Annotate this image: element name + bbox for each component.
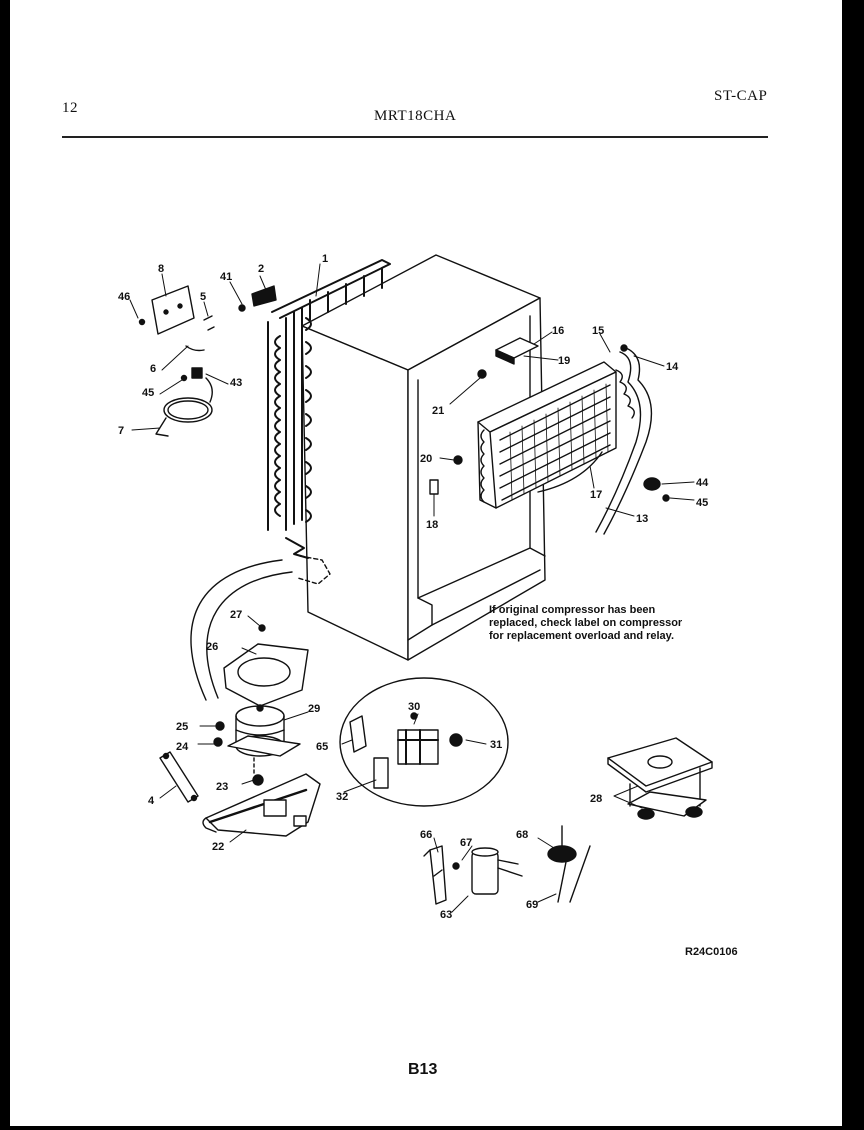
compressor: [213, 704, 301, 786]
callout-1: 1: [322, 253, 328, 265]
callout-31: 31: [490, 739, 502, 751]
thermostat-part: [643, 477, 670, 502]
callout-15: 15: [592, 325, 604, 337]
compressor-note-line-3: for replacement overload and relay.: [489, 630, 675, 642]
callout-17: 17: [590, 489, 602, 501]
callout-14: 14: [666, 361, 679, 373]
model-number: MRT18CHA: [374, 108, 457, 124]
callout-4: 4: [148, 795, 155, 807]
callout-27: 27: [230, 609, 242, 621]
callout-44: 44: [696, 477, 709, 489]
callout-66: 66: [420, 829, 432, 841]
callout-18: 18: [426, 519, 438, 531]
callout-46: 46: [118, 291, 130, 303]
cabinet-body: [301, 254, 546, 661]
compressor-mount: [223, 624, 309, 707]
callout-2: 2: [258, 263, 264, 275]
callout-45-right: 45: [696, 497, 708, 509]
compressor-note: If original compressor has been replaced…: [489, 604, 749, 643]
leader-lines: [129, 263, 695, 913]
callout-32: 32: [336, 791, 348, 803]
callout-6: 6: [150, 363, 156, 375]
callout-5: 5: [200, 291, 206, 303]
callout-28: 28: [590, 793, 602, 805]
bracket: [159, 751, 199, 803]
callout-19: 19: [558, 355, 570, 367]
parts-sheet: 12 MRT18CHA ST-CAP: [10, 0, 842, 1126]
figure-code: R24C0106: [685, 946, 738, 958]
callout-8: 8: [158, 263, 164, 275]
callout-68: 68: [516, 829, 528, 841]
capacitor-parts: [423, 825, 591, 905]
callout-43: 43: [230, 377, 242, 389]
callout-21: 21: [432, 405, 444, 417]
callout-22: 22: [212, 841, 224, 853]
callout-67: 67: [460, 837, 472, 849]
callout-63: 63: [440, 909, 452, 921]
page-number: 12: [62, 100, 78, 116]
section-code: ST-CAP: [714, 88, 768, 104]
drain-tube: [190, 555, 331, 701]
callout-labels: 1 2 8 41 46 5 6 45 43 7 16 15 19 14 21 2…: [118, 253, 709, 921]
evaporator-coil: [477, 361, 635, 509]
callout-25: 25: [176, 721, 188, 733]
compressor-note-line-2: replaced, check label on compressor: [489, 617, 683, 629]
callout-45-left: 45: [142, 387, 154, 399]
callout-26: 26: [206, 641, 218, 653]
base-pan: [202, 773, 321, 837]
page-code: B13: [408, 1061, 438, 1078]
callout-69: 69: [526, 899, 538, 911]
callout-23: 23: [216, 781, 228, 793]
condenser-coil: [267, 259, 391, 559]
relay-detail: [339, 677, 509, 807]
callout-13: 13: [636, 513, 648, 525]
compressor-note-line-1: If original compressor has been: [489, 604, 656, 616]
upper-left-parts: [138, 285, 277, 437]
exploded-parts-diagram: 1 2 8 41 46 5 6 45 43 7 16 15 19 14 21 2…: [118, 253, 713, 921]
callout-41: 41: [220, 271, 232, 283]
callout-20: 20: [420, 453, 432, 465]
callout-65: 65: [316, 741, 328, 753]
header-rule: [62, 136, 768, 138]
defrost-parts: [429, 337, 539, 495]
suction-line: [537, 344, 653, 535]
callout-7: 7: [118, 425, 124, 437]
callout-24: 24: [176, 741, 189, 753]
callout-16: 16: [552, 325, 564, 337]
callout-29: 29: [308, 703, 320, 715]
callout-30: 30: [408, 701, 420, 713]
roller-assembly: [607, 737, 713, 820]
